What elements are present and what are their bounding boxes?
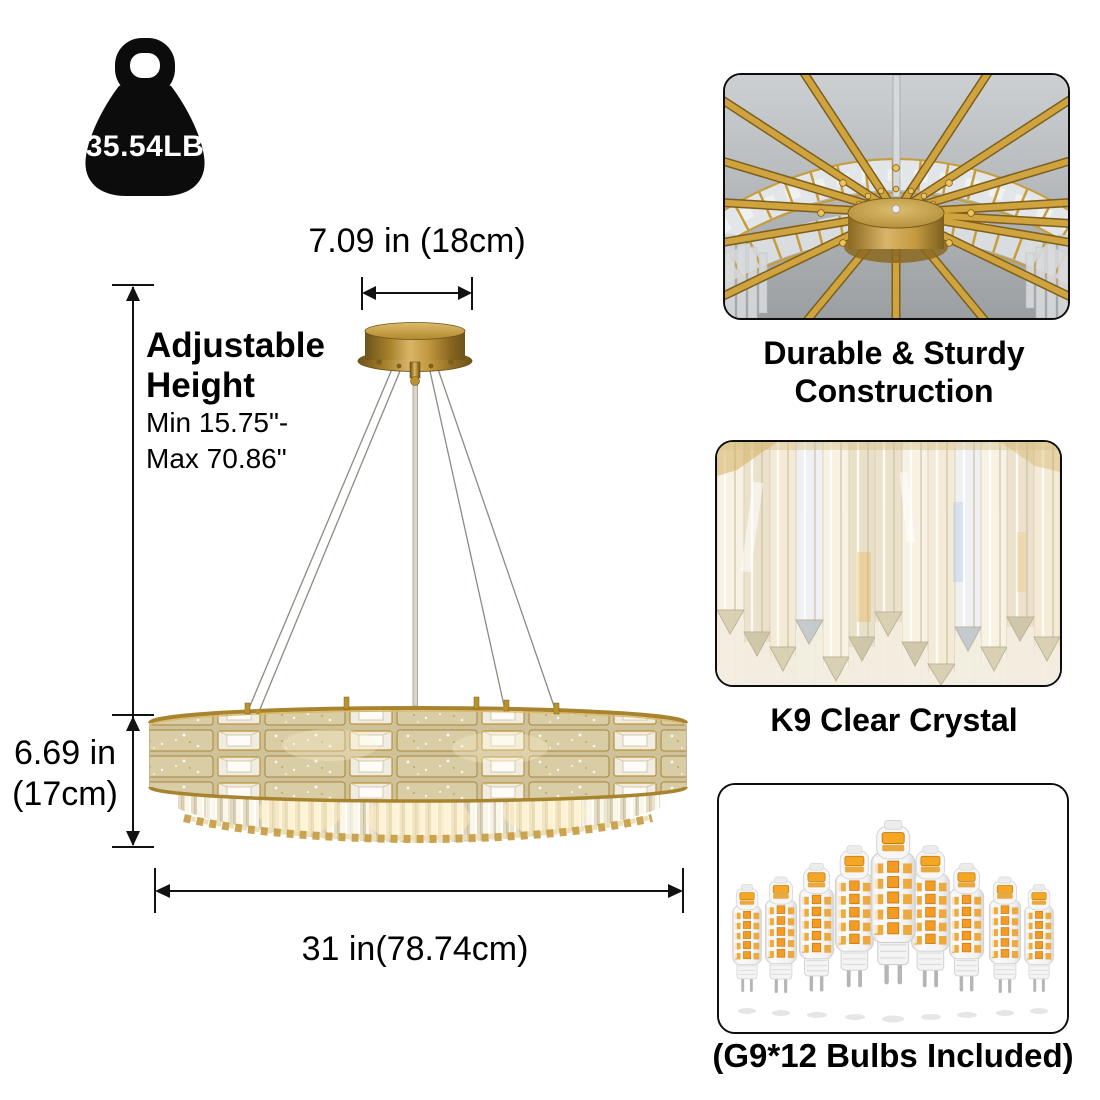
g9-bulbs-image [719, 785, 1067, 1032]
weight-body [85, 80, 205, 196]
construction-caption-line1: Durable & Sturdy [763, 335, 1025, 371]
chandelier-diagram [112, 277, 688, 913]
weight-icon [85, 38, 205, 196]
fixture-height-cm: (17cm) [12, 775, 118, 814]
canopy-width-label: 7.09 in (18cm) [308, 222, 526, 260]
crystal-caption: K9 Clear Crystal [770, 702, 1018, 738]
adjustable-height-max: Max 70.86" [146, 443, 287, 475]
frame-underside-image [725, 75, 1068, 318]
construction-photo [723, 73, 1070, 320]
dimension-arrowheads [126, 286, 683, 898]
crystal-photo [715, 440, 1062, 687]
ceiling-canopy [357, 322, 473, 386]
construction-caption: Durable & Sturdy Construction [698, 334, 1090, 411]
bulbs-caption: (G9*12 Bulbs Included) [712, 1037, 1074, 1074]
adjustable-height-title: Adjustable Height [146, 326, 325, 405]
construction-caption-line2: Construction [794, 373, 994, 410]
center-wire [412, 371, 418, 707]
suspension-cables [246, 368, 557, 715]
fixture-height-label: 6.69 in (17cm) [0, 733, 130, 816]
adjustable-height-block: Adjustable Height Min 15.75"- Max 70.86" [146, 326, 376, 478]
crystal-band [148, 696, 688, 803]
crystal-closeup-image [717, 442, 1060, 685]
fixture-height-in: 6.69 in [13, 734, 117, 772]
dimension-lines [112, 277, 684, 913]
bulbs-photo [717, 783, 1069, 1034]
adjustable-height-min: Min 15.75"- [146, 407, 289, 439]
weight-label: 35.54LB [85, 130, 205, 163]
fixture-width-label: 31 in(78.74cm) [301, 930, 529, 968]
